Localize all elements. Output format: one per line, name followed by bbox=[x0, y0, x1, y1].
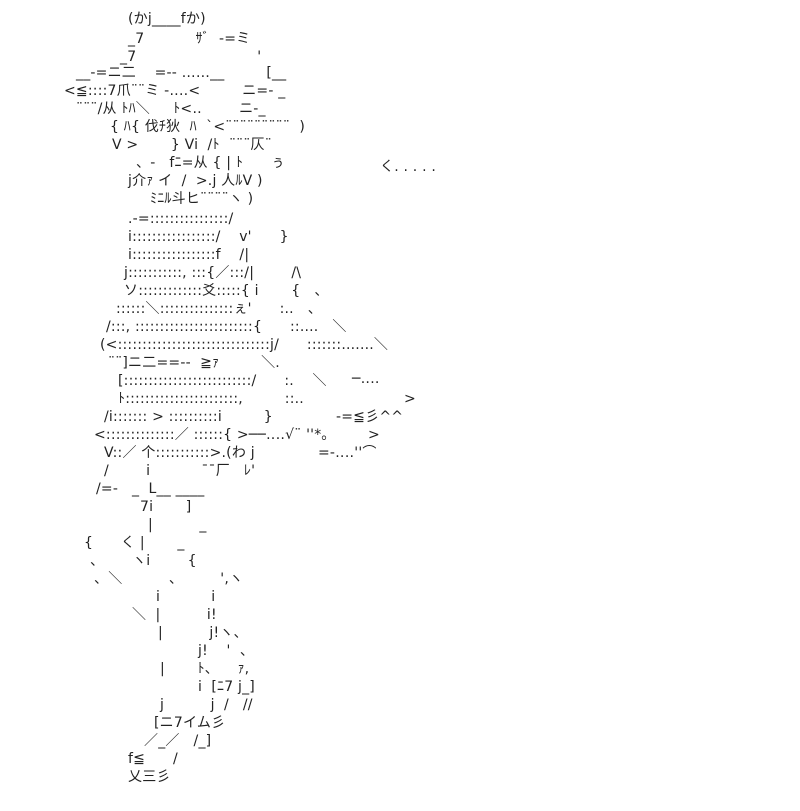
art-line: [::::::::::::::::::::::::::/ :. ＼ bbox=[118, 373, 327, 389]
art-line: i [ﾆ7 j_] bbox=[198, 679, 255, 695]
art-line: (<:::::::::::::::::::::::::::::::j/ ::::… bbox=[100, 337, 389, 353]
art-line: j介ｧ イ / >.j 人ﾙV ) bbox=[128, 173, 263, 189]
art-line: ::::::＼:::::::::::::::ぇ' :.. 、 bbox=[116, 301, 322, 317]
art-line: _7 ' bbox=[120, 49, 262, 65]
art-fragment-arrow: > bbox=[404, 391, 416, 407]
art-line: ¨¨]ニ二==-- ≧ｧ ＼. bbox=[108, 355, 280, 371]
art-line: _7 ｻﾞ -=ミ bbox=[128, 31, 251, 47]
art-line: /:::, ::::::::::::::::::::::::{ ::.... ＼ bbox=[106, 319, 347, 335]
art-line: f≦ / bbox=[128, 751, 178, 767]
art-line: /i::::::: > ::::::::::i } bbox=[104, 409, 273, 425]
art-fragment-arrow: > bbox=[368, 427, 380, 443]
art-line: 、＼ 、 ',ヽ bbox=[94, 571, 244, 587]
art-line: 乂三彡 bbox=[128, 769, 171, 785]
art-fragment-smoke: =-‥‥''⌒ bbox=[318, 445, 377, 461]
art-line: ／_／ /_] bbox=[144, 733, 212, 749]
art-line: { ﾊ{ 伐ﾁ狄 ﾊ `<¨¨¨¨¨¨¨¨¨ ) bbox=[110, 119, 306, 135]
art-line: ソ:::::::::::::爻:::::{ i { 、 bbox=[124, 283, 329, 299]
art-line: i i bbox=[156, 589, 216, 605]
art-line: V::／ 个:::::::::::>.(わ j bbox=[104, 445, 255, 461]
art-line: | j!ヽ、 bbox=[158, 625, 248, 641]
art-line: { く | _ bbox=[84, 535, 185, 551]
art-line: i:::::::::::::::::/ v' } bbox=[128, 229, 289, 245]
art-fragment-ellipsis: く. . . . . bbox=[380, 159, 437, 175]
art-line: .-=::::::::::::::::/ bbox=[128, 211, 234, 227]
art-line: ＼ | i! bbox=[132, 607, 217, 623]
art-line: j:::::::::::, :::{／:::/| /\ bbox=[124, 265, 302, 281]
art-line: 、- fﾆ=从 { | ﾄ ぅ bbox=[136, 155, 286, 171]
art-line: <≦::::7爪¨¨ミ -‥‥< ニ=- _ bbox=[64, 83, 286, 99]
art-line: <::::::::::::::／ ::::::{ >──‥‥√¨ ''*｡ bbox=[94, 427, 329, 443]
art-line: 7i ] bbox=[140, 499, 192, 515]
art-line: | ﾄ、 ｧ, bbox=[160, 661, 250, 677]
art-line: (かj____fか) bbox=[128, 11, 206, 27]
art-line: __-=ニ二 =-‐ ……__ [__ bbox=[76, 65, 287, 81]
art-line: V > } Vi /ﾄ ¨¨¨仄¨ bbox=[112, 137, 272, 153]
art-line: ¨¨¨/从 ﾄﾊ＼ ﾄ<‥ ニ-_ bbox=[76, 101, 266, 117]
art-line: j j / // bbox=[160, 697, 253, 713]
art-line: /=- _ L__ ____ bbox=[96, 481, 205, 497]
art-line: 、 ヽi { bbox=[90, 553, 197, 569]
art-line: j! ' 、 bbox=[198, 643, 255, 659]
art-line: [ニ7イム彡 bbox=[154, 715, 226, 731]
art-line: ﾐﾆﾙ斗ヒ¨¨¨¨ヽ ) bbox=[150, 191, 254, 207]
art-line: i:::::::::::::::::f /| bbox=[128, 247, 250, 263]
art-fragment-tail: -=≦彡^^ bbox=[336, 409, 404, 425]
art-line: / i ¯¯厂 ﾚ' bbox=[104, 463, 256, 479]
art-line: | _ bbox=[148, 517, 207, 533]
art-fragment-dash: ─‥‥ bbox=[352, 371, 380, 387]
art-line: ﾄ:::::::::::::::::::::::, ::.. bbox=[118, 391, 304, 407]
